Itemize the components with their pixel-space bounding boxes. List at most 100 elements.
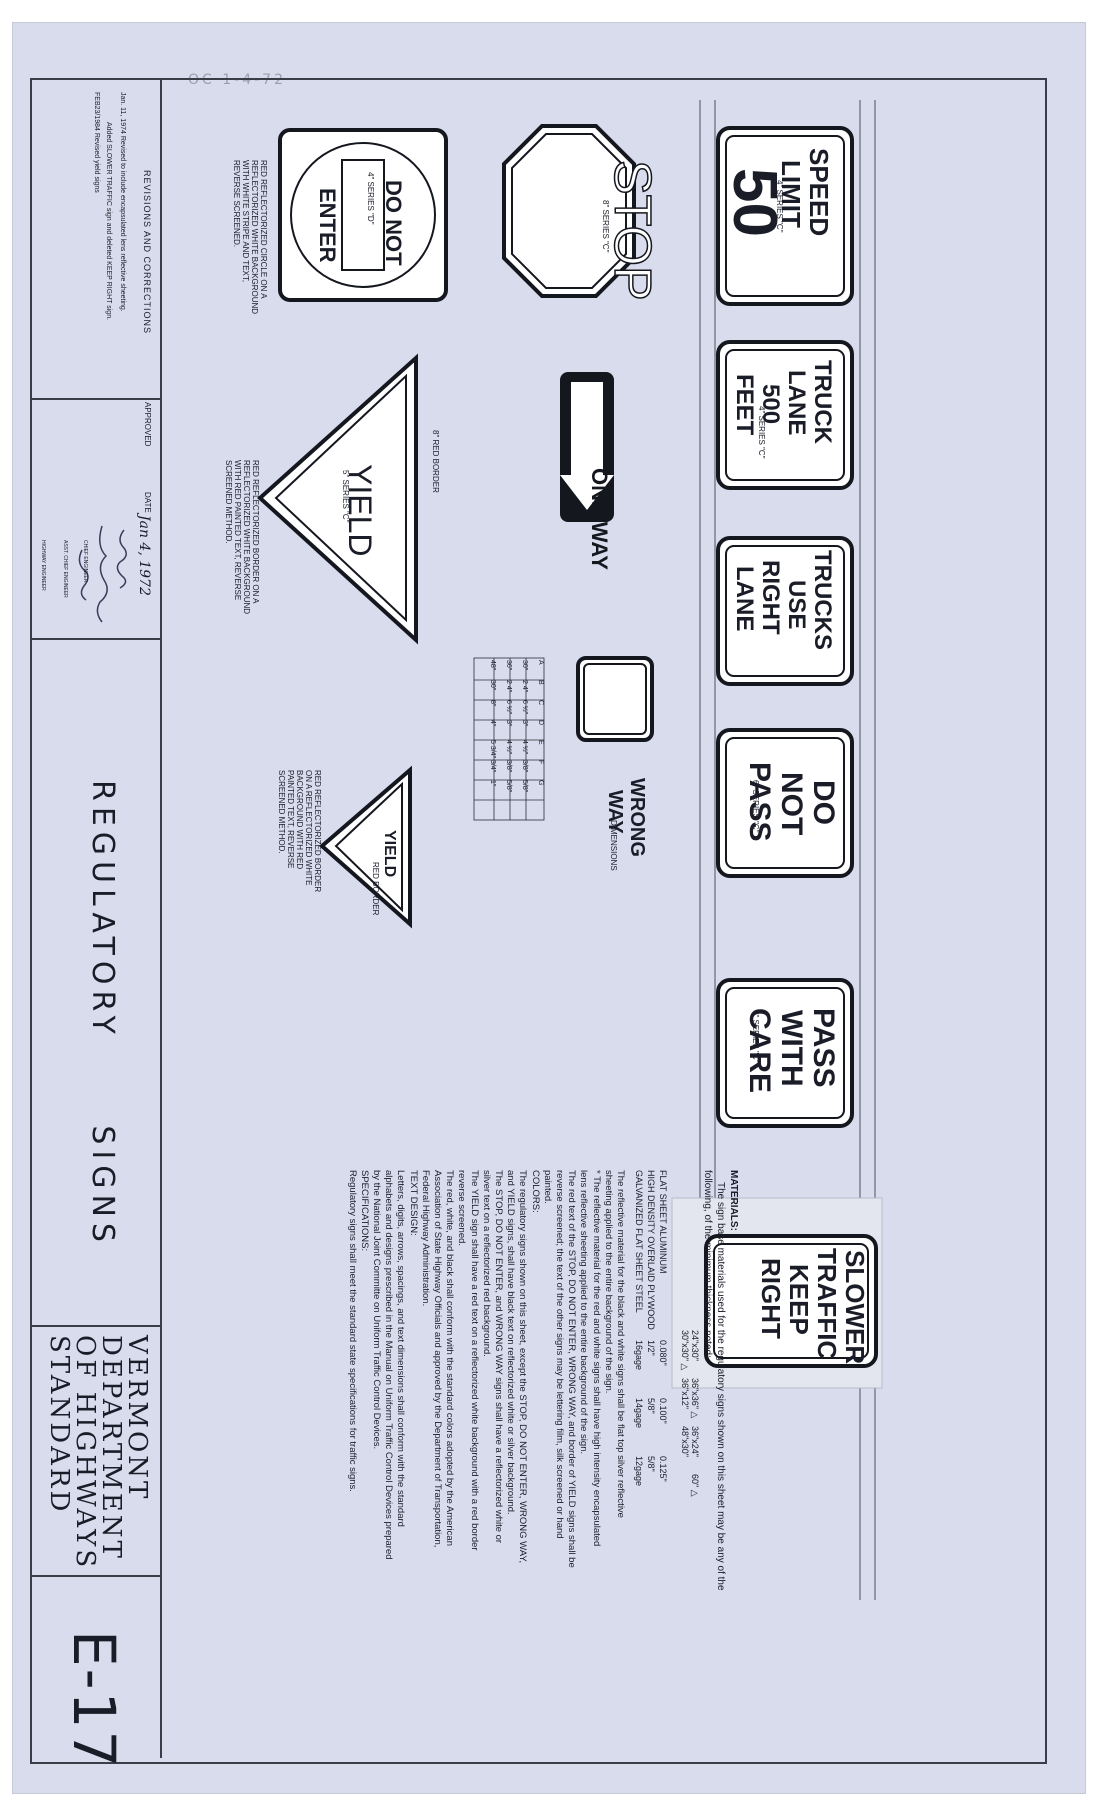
agency-line: OF HIGHWAYS [70, 1335, 100, 1571]
title-block-divider [32, 638, 160, 640]
materials-size: 60" △ [690, 1474, 700, 1497]
sign-text: TRUCK [809, 360, 836, 444]
agency-line: VERMONT [122, 1335, 152, 1502]
table-header: D [537, 720, 544, 726]
table-header: B [537, 680, 544, 685]
title-block-divider [32, 398, 160, 400]
sign-caption: REVERSE SCREENED. [232, 160, 241, 248]
material-value: 5/8" [646, 1398, 656, 1414]
materials-paragraph: by the National Joint Committe on Unifor… [371, 1170, 382, 1450]
sign-text: RIGHT [757, 560, 784, 635]
sign-do-not-pass [716, 728, 854, 878]
table-cell: 4 ½" [521, 740, 528, 755]
materials-paragraph: and YIELD signs, shall have black text o… [505, 1170, 517, 1515]
materials-paragraph: Regulatory signs shall meet the standard… [346, 1170, 358, 1492]
materials-paragraph: SPECIFICATIONS: [358, 1170, 370, 1252]
table-cell: 48" [489, 660, 496, 671]
sign-wrong-way [576, 656, 654, 742]
materials-paragraph: Letters, digits, arrows, spacings, and t… [395, 1170, 407, 1527]
table-cell: 5/8" [505, 780, 512, 793]
sign-caption: WITH WHITE STRIPE AND TEXT, [241, 160, 250, 283]
materials-paragraph: silver text on a reflectorized red backg… [480, 1170, 492, 1357]
materials-size: 24"x30" [690, 1330, 700, 1361]
material-value: 0.080" [658, 1340, 668, 1366]
sign-border-note: RED BORDER [371, 862, 380, 916]
sheet-number: E-17 [60, 1630, 128, 1770]
sign-text: USE [783, 580, 810, 630]
sign-text: WITH [775, 1010, 808, 1087]
materials-size: 36"x12" [680, 1378, 690, 1409]
sign-caption: PAINTED TEXT, REVERSE [286, 770, 295, 869]
material-name: HIGH DENSITY OVERLAID PLYWOOD [646, 1170, 656, 1330]
table-cell: 2 4" [505, 680, 512, 693]
sign-series-note: 6" SERIES "C" [751, 780, 760, 833]
materials-paragraph: alphabets and designs prescribed in the … [383, 1170, 395, 1560]
sign-caption: REFLECTORIZED WHITE BACKGROUND [242, 460, 251, 615]
material-value: 0.125" [658, 1456, 668, 1482]
table-header: A [537, 660, 544, 665]
sign-text: ENTER [315, 188, 340, 263]
material-value: 5/8" [646, 1456, 656, 1472]
sign-series-note: 4" SERIES "D" [366, 172, 375, 225]
material-value: 14gage [634, 1398, 644, 1429]
sign-caption: REFLECTORIZED WHITE BACKGROUND [250, 160, 259, 315]
revisions-heading: REVISIONS AND CORRECTIONS [142, 170, 152, 335]
approval-signatures [78, 525, 127, 623]
materials-paragraph: painted. [541, 1170, 553, 1204]
table-cell: 8" [489, 700, 496, 707]
materials-paragraph: reverse screened; the text of the other … [554, 1170, 565, 1539]
table-header: E [537, 740, 544, 745]
title-block-divider [32, 1575, 160, 1577]
sign-series-note: 4" SERIES "C" [757, 406, 766, 459]
sign-stop [502, 124, 636, 298]
table-cell: 30" [521, 660, 528, 671]
materials-paragraph: The STOP, DO NOT ENTER, and WRONG WAY si… [493, 1170, 504, 1544]
table-cell: 5/8" [521, 780, 528, 793]
table-cell: 6 ½" [505, 700, 512, 715]
approver-title: ASST. CHIEF ENGINEER [62, 540, 68, 598]
material-name: FLAT SHEET ALUMINUM [658, 1170, 668, 1274]
table-cell: 3/8" [505, 760, 512, 773]
sign-slower-traffic [671, 1197, 883, 1389]
sign-series-note: 8" SERIES "C" [601, 200, 610, 253]
sheet-border [30, 78, 1047, 1764]
sign-text: RIGHT [756, 1258, 786, 1339]
materials-size: 36"x24" [690, 1426, 700, 1457]
materials-paragraph: sheeting applied to the entire backgroun… [602, 1170, 614, 1394]
materials-paragraph: The red text of the STOP, DO NOT ENTER, … [566, 1170, 578, 1568]
sign-caption: SCREENED METHOD. [277, 770, 286, 854]
materials-paragraph: The YIELD sign shall have a red text on … [468, 1170, 480, 1551]
materials-paragraph: COLORS: [529, 1170, 541, 1213]
materials-paragraph: The reflective material for the black an… [615, 1170, 626, 1518]
material-value: 0.100" [658, 1398, 668, 1424]
table-cell: 3/8" [521, 760, 528, 773]
material-value: 1/2" [646, 1340, 656, 1356]
title-block-divider [32, 1325, 160, 1327]
dimensions-table-grid [473, 657, 545, 821]
materials-size: 36"x36" △ [690, 1378, 700, 1419]
sign-text: LANE [731, 566, 758, 632]
agency-line: DEPARTMENT [96, 1335, 126, 1561]
materials-size: 48"x30" [680, 1426, 690, 1457]
sign-text: TRUCKS [809, 550, 836, 650]
sign-text: DO NOT [381, 180, 406, 266]
sign-text: YIELD [381, 830, 398, 878]
sign-text: SPEED [804, 148, 834, 237]
sign-text: ONE WAY [587, 468, 612, 570]
agency-line: STANDARD [44, 1335, 74, 1515]
materials-paragraph: lens reflective sheeting applied to the … [578, 1170, 590, 1455]
materials-paragraph: Association of State Highway Officials a… [432, 1170, 443, 1548]
table-cell: 3" [521, 720, 528, 727]
table-header: G [537, 780, 544, 786]
sign-text: PASS [807, 1008, 840, 1088]
materials-paragraph: The red, white, and black shall conform … [444, 1170, 456, 1546]
material-value: 16gage [634, 1340, 644, 1371]
table-cell: 1" [489, 780, 496, 787]
materials-size: 30"x30" △ [680, 1330, 690, 1371]
approved-label: APPROVED [143, 402, 152, 447]
sign-speed-limit [716, 126, 854, 306]
sign-series-note: 4" SERIES "C" [775, 180, 784, 233]
approver-title: HIGHWAY ENGINEER [40, 540, 46, 591]
material-name: GALVANIZED FLAT SHEET STEEL [634, 1170, 644, 1313]
table-cell: 4" [489, 720, 496, 727]
